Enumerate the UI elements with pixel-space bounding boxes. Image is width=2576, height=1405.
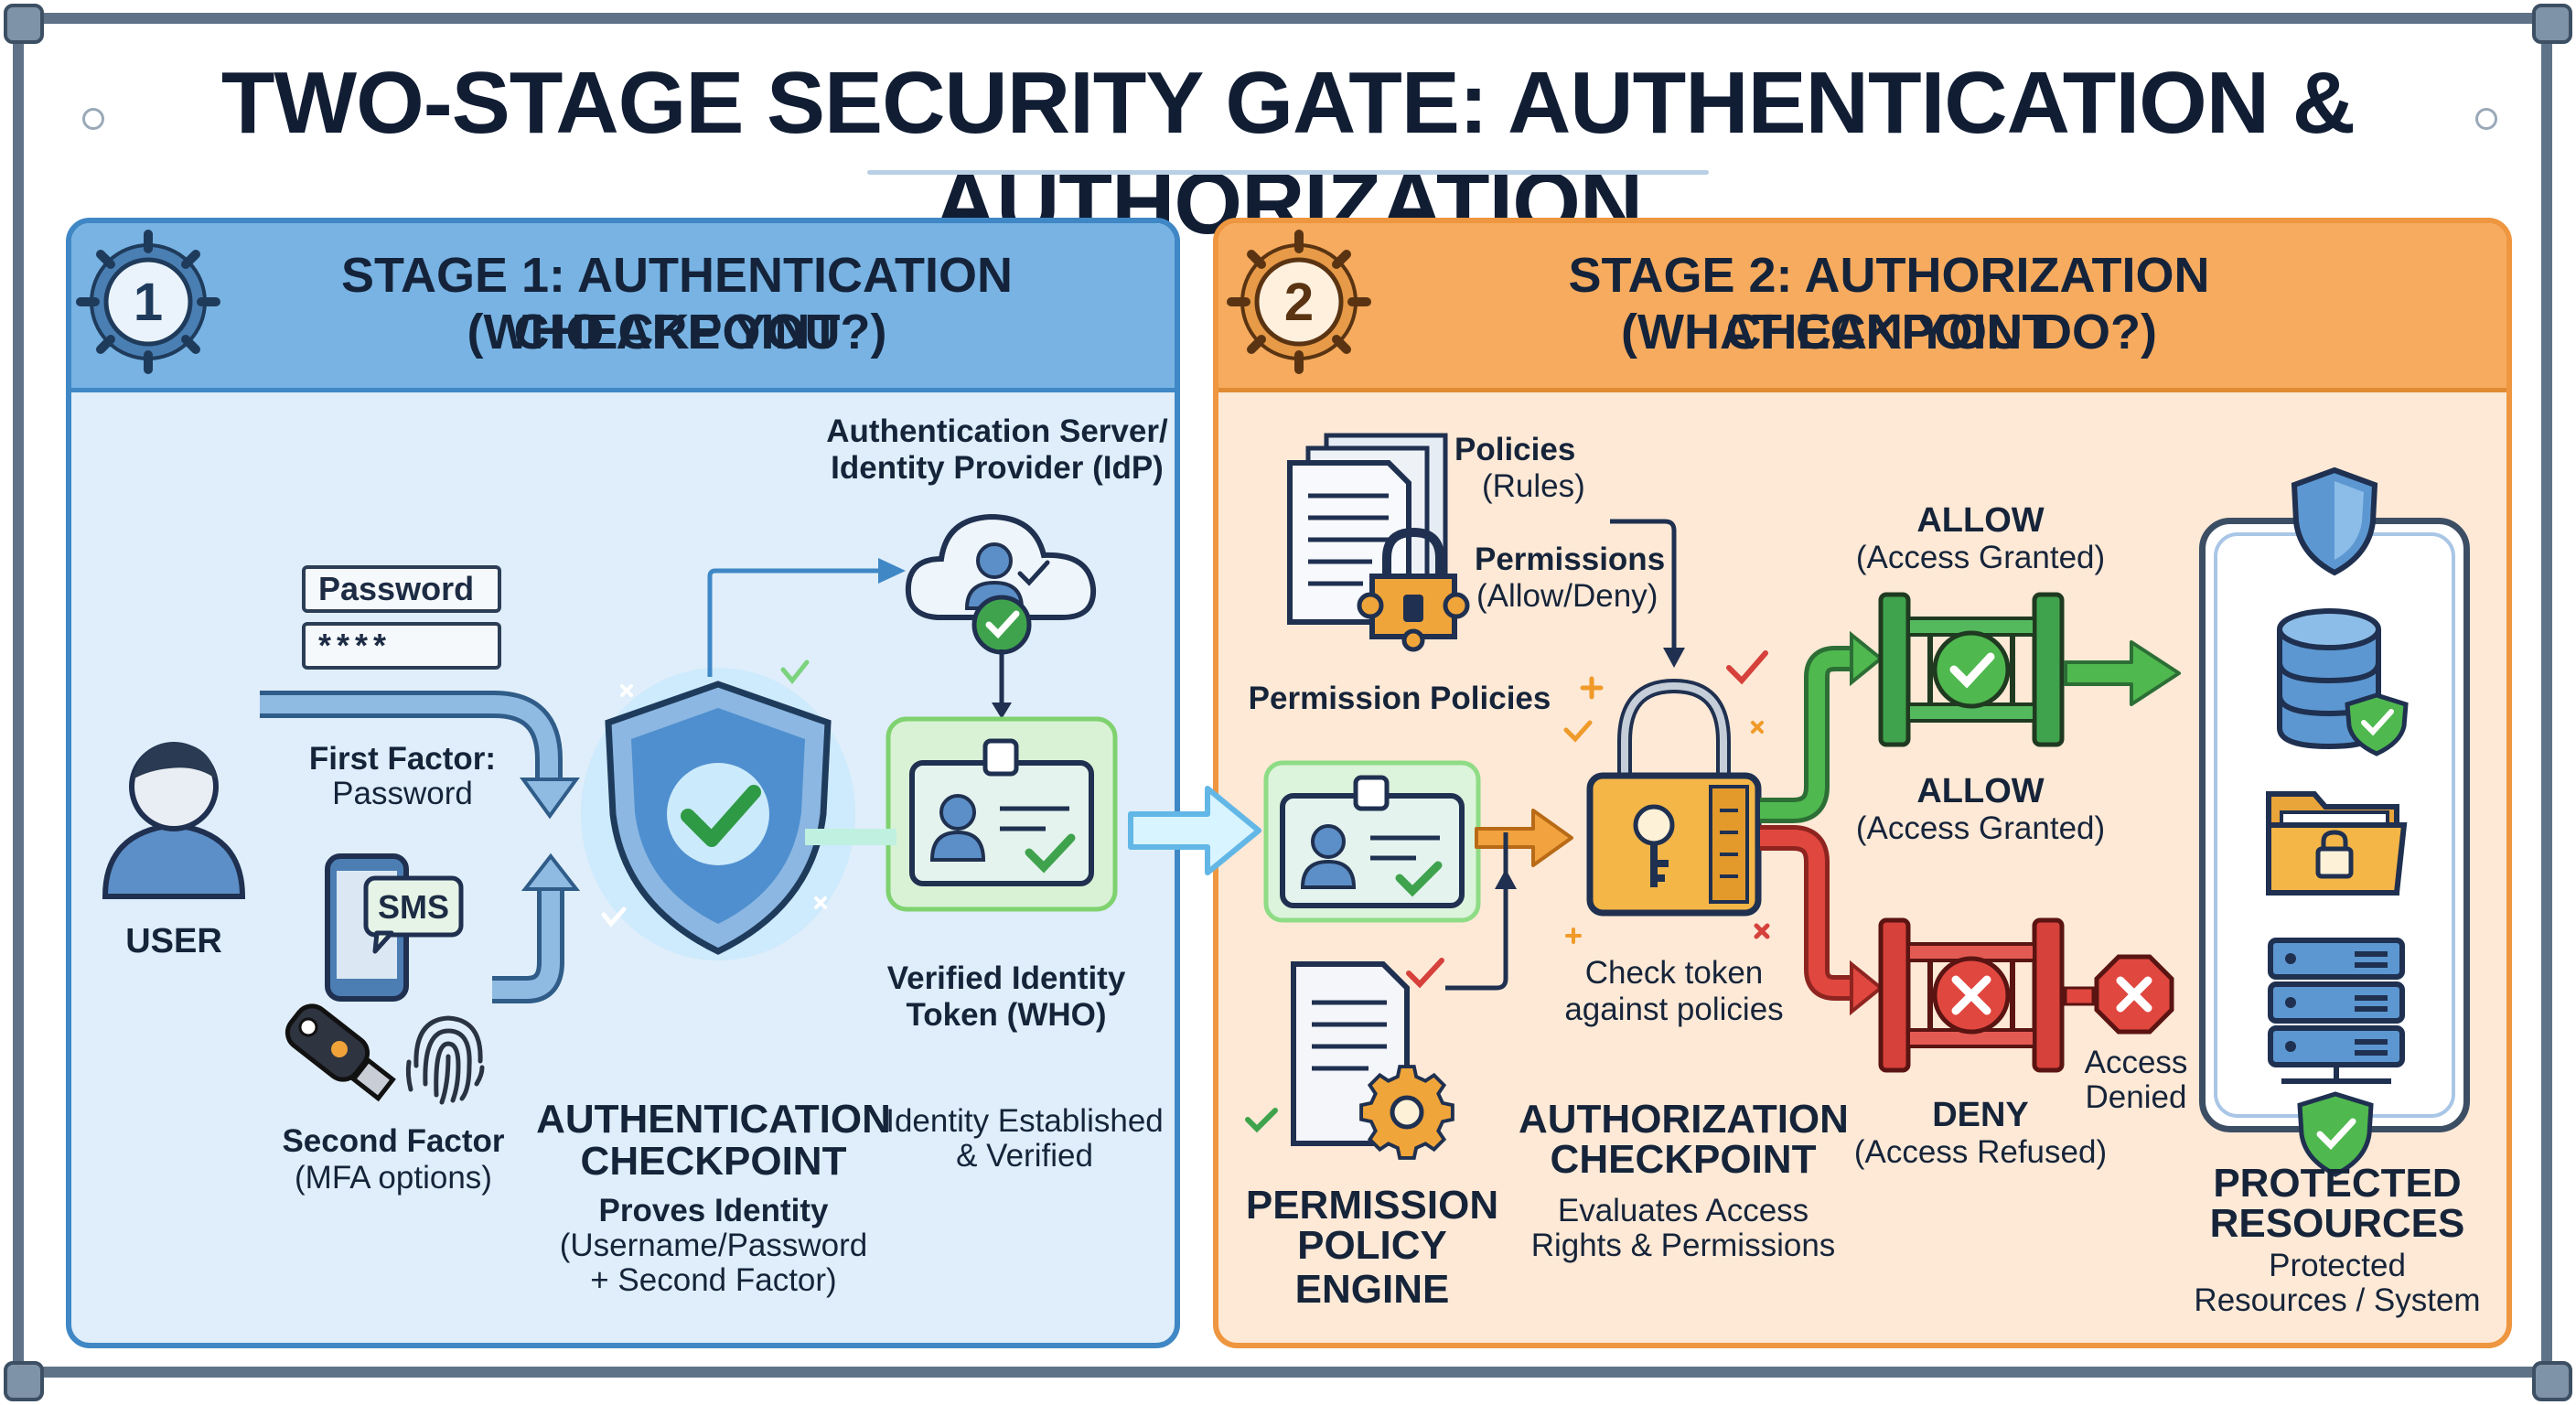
title-ornament <box>82 108 104 130</box>
protected-line1: PROTECTED <box>2213 1161 2462 1206</box>
identity-established-line1: Identity Established <box>886 1103 1164 1139</box>
stage1-heading-line1: STAGE 1: AUTHENTICATION CHECKPOINT <box>341 248 1013 359</box>
folder-lock-icon <box>2266 791 2408 896</box>
proves-identity-title: Proves Identity <box>598 1193 829 1228</box>
policy-engine-icon <box>1291 958 1454 1160</box>
shield-to-idp-arrow <box>707 558 906 677</box>
stage1-number: 1 <box>134 273 163 332</box>
stage2-number: 2 <box>1284 273 1314 332</box>
policies-title: Policies <box>1454 432 1576 467</box>
resources-shield-icon <box>2291 467 2378 576</box>
protected-sub-line2: Resources / System <box>2194 1282 2481 1318</box>
allow1-title: ALLOW <box>1916 501 2045 540</box>
engine-to-lock-arrow <box>1445 832 1517 991</box>
allow2-title: ALLOW <box>1916 772 2045 810</box>
frame-corner <box>4 4 44 44</box>
user-label: USER <box>125 922 222 960</box>
engine-check-mark <box>1245 1108 1278 1133</box>
second-factor-title: Second Factor <box>282 1123 505 1159</box>
check-token-line1: Check token <box>1584 955 1764 991</box>
authz-checkpoint-line2: CHECKPOINT <box>1550 1137 1817 1182</box>
first-factor-sub: Password <box>332 776 473 811</box>
idp-label-line2: Identity Provider (IdP) <box>831 450 1164 486</box>
id-card-icon <box>886 716 1118 912</box>
idp-to-token-arrow <box>992 649 1012 719</box>
frame-corner <box>4 1361 44 1401</box>
protected-line2: RESOURCES <box>2209 1201 2465 1246</box>
allow1-sub: (Access Granted) <box>1855 540 2106 575</box>
database-icon <box>2277 608 2409 756</box>
user-icon <box>102 742 246 899</box>
cloud-user-icon <box>905 513 1097 655</box>
shield-to-token-connector <box>805 829 896 845</box>
stage2-heading-line2: (WHAT CAN YOU DO?) <box>1621 305 2157 359</box>
frame-corner <box>2532 1361 2572 1401</box>
padlock-icon <box>1357 527 1470 652</box>
access-denied-line1: Access <box>2084 1045 2188 1080</box>
stage2-badge: 2 <box>1227 230 1371 374</box>
title-ornament <box>2475 108 2497 130</box>
fingerprint-icon <box>405 1015 485 1105</box>
auth-checkpoint-line2: CHECKPOINT <box>580 1139 847 1184</box>
check-token-line2: against policies <box>1564 992 1784 1027</box>
token-label-line1: Verified Identity <box>886 960 1126 996</box>
evaluates-line1: Evaluates Access <box>1557 1193 1809 1228</box>
stage2-header <box>1218 223 2506 392</box>
auth-checkpoint-line1: AUTHENTICATION <box>536 1097 891 1142</box>
allow-gate-icon <box>1878 592 2065 747</box>
stage-transition-arrow <box>1128 786 1261 875</box>
token-to-lock-arrow <box>1475 809 1573 867</box>
allow2-sub: (Access Granted) <box>1855 810 2106 846</box>
shield-check-icon <box>581 660 855 960</box>
stage2-heading-line1: STAGE 2: AUTHORIZATION CHECKPOINT <box>1568 248 2210 359</box>
security-key-icon <box>284 1003 396 1102</box>
access-denied-line2: Denied <box>2085 1079 2187 1115</box>
server-icon <box>2268 938 2405 1084</box>
allow-to-resources-arrow <box>2064 640 2181 706</box>
resources-check-shield-icon <box>2297 1091 2374 1177</box>
policy-engine-line2: POLICY ENGINE <box>1294 1223 1450 1312</box>
idp-label-line1: Authentication Server/ <box>826 413 1168 449</box>
sms-label: SMS <box>378 888 449 926</box>
incoming-token-icon <box>1263 760 1481 923</box>
deny-title: DENY <box>1932 1096 2029 1134</box>
policies-sub: (Rules) <box>1482 468 1585 504</box>
protected-sub-line1: Protected <box>2269 1248 2406 1283</box>
stage1-badge: 1 <box>76 230 220 374</box>
token-label-line2: Token (WHO) <box>906 997 1107 1033</box>
phone-icon: SMS <box>325 853 464 1002</box>
authorization-lock-icon <box>1563 650 1770 944</box>
identity-established-line2: & Verified <box>956 1138 1093 1174</box>
evaluates-line2: Rights & Permissions <box>1530 1228 1836 1263</box>
proves-identity-line1: (Username/Password <box>559 1228 868 1263</box>
authz-checkpoint-line1: AUTHORIZATION <box>1519 1097 1849 1142</box>
deny-sub: (Access Refused) <box>1853 1134 2108 1170</box>
second-factor-sub: (MFA options) <box>295 1160 492 1196</box>
title-underline <box>867 170 1709 175</box>
frame-corner <box>2532 4 2572 44</box>
allow-deny-branch-arrows <box>1760 630 1884 1016</box>
password-input: **** <box>302 622 501 670</box>
stage1-heading-line2: (WHO ARE YOU?) <box>467 305 887 359</box>
proves-identity-line2: + Second Factor) <box>590 1262 837 1298</box>
denied-stop-icon <box>2064 954 2174 1035</box>
deny-gate-icon <box>1878 917 2065 1073</box>
first-factor-title: First Factor: <box>308 741 497 777</box>
permission-policies-label: Permission Policies <box>1248 681 1551 716</box>
stage1-header <box>71 223 1175 392</box>
permissions-title: Permissions <box>1475 542 1666 577</box>
factor-arrows <box>260 691 581 1003</box>
policies-to-lock-arrow <box>1610 519 1685 668</box>
password-label-field: Password <box>302 565 501 613</box>
permissions-sub: (Allow/Deny) <box>1476 578 1658 614</box>
policy-engine-line1: PERMISSION <box>1245 1183 1499 1228</box>
